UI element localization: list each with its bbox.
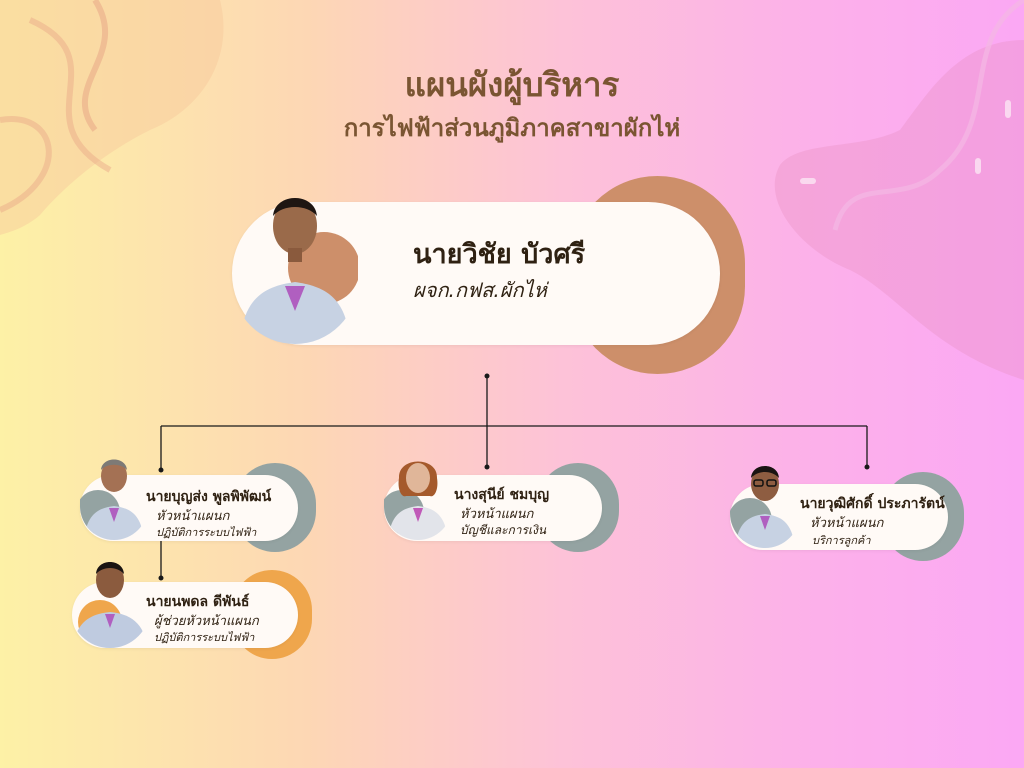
staff-role: หัวหน้าแผนก: [156, 509, 230, 524]
staff-dept: บริการลูกค้า: [812, 534, 871, 547]
staff-dept: บัญชีและการเงิน: [460, 523, 547, 537]
staff-photo: [70, 552, 150, 648]
staff-photo: [80, 452, 148, 540]
page-title: แผนผังผู้บริหาร: [404, 65, 620, 104]
staff-photo: [384, 450, 452, 540]
staff-name: นายนพดล ดีพันธ์: [146, 594, 250, 610]
staff-name: นายบุญส่ง พูลพิพัฒน์: [146, 489, 272, 505]
staff-role: ผู้ช่วยหัวหน้าแผนก: [154, 614, 259, 629]
staff-role: หัวหน้าแผนก: [460, 507, 534, 522]
staff-dept: ปฏิบัติการระบบไฟฟ้า: [154, 631, 255, 644]
page-subtitle: การไฟฟ้าส่วนภูมิภาคสาขาผักไห่: [343, 114, 681, 142]
manager-role: ผจก.กฟส.ผักไห่: [413, 278, 547, 302]
staff-dept: ปฏิบัติการระบบไฟฟ้า: [156, 526, 257, 539]
manager-photo: [232, 186, 358, 344]
staff-role: หัวหน้าแผนก: [810, 516, 884, 531]
staff-name: นางสุนีย์ ชมบุญ: [454, 487, 550, 503]
staff-name: นายวุฒิศักดิ์ ประภารัตน์: [800, 496, 945, 512]
manager-name: นายวิชัย บัวศรี: [413, 239, 586, 270]
staff-photo: [730, 458, 800, 548]
